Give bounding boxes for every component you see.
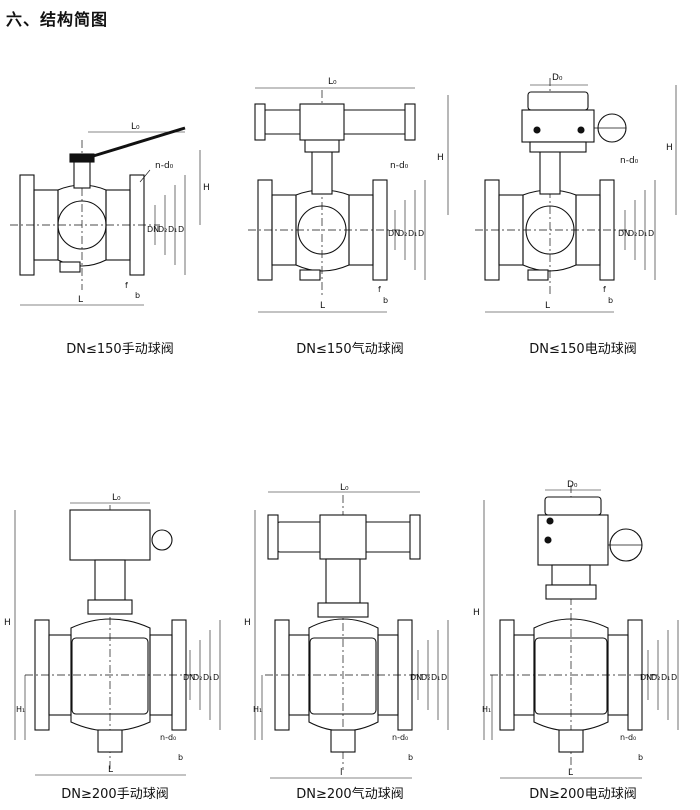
caption-manual-small: DN≤150手动球阀 (66, 342, 174, 357)
label-l-d4: L (108, 765, 113, 775)
caption-pneumatic-large: DN≥200气动球阀 (296, 787, 404, 802)
label-d2-d6: D₂ (651, 673, 660, 682)
label-nd0-d3: n-d₀ (620, 156, 639, 166)
label-d-d5: D (441, 673, 447, 682)
diagram-manual-small (10, 126, 201, 306)
label-d1-d5: D₁ (431, 673, 440, 682)
label-d2-d3: D₂ (628, 229, 637, 238)
label-dn-d1: DN (147, 225, 159, 234)
diagram-electric-large (483, 485, 679, 779)
label-dn-d2: DN (388, 229, 400, 238)
label-dn-d3: DN (618, 229, 630, 238)
diagram-pneumatic-small (248, 87, 449, 313)
label-h-d6: H (473, 608, 480, 618)
label-l0-d2: L₀ (328, 77, 337, 87)
label-f-d1: f (125, 281, 128, 290)
label-nd0-d4: n-d₀ (160, 733, 176, 742)
label-dn-d4: DN (183, 673, 195, 682)
label-b-d5: b (408, 753, 413, 762)
caption-pneumatic-small: DN≤150气动球阀 (296, 342, 404, 357)
label-nd0-d6: n-d₀ (620, 733, 636, 742)
label-d-d4: D (213, 673, 219, 682)
label-d1-d3: D₁ (638, 229, 647, 238)
label-d2-d2: D₂ (398, 229, 407, 238)
label-d1-d1: D₁ (168, 225, 177, 234)
label-dn-d5: DN (410, 673, 422, 682)
label-d-d1: D (178, 225, 184, 234)
label-h1-d6: H₁ (482, 705, 491, 714)
label-small-l-d5: l (340, 768, 343, 778)
caption-electric-large: DN≥200电动球阀 (529, 787, 637, 802)
label-b-d1: b (135, 291, 140, 300)
diagram-electric-small (475, 78, 677, 313)
label-d2-d5: D₂ (421, 673, 430, 682)
label-d-d6: D (671, 673, 677, 682)
label-l-d6: L (568, 768, 573, 778)
label-h-d2: H (437, 153, 444, 163)
label-d2-d1: D₂ (158, 225, 167, 234)
label-dn-d6: DN (640, 673, 652, 682)
label-d-d3: D (648, 229, 654, 238)
label-d0-d3: D₀ (552, 73, 563, 83)
label-d1-d6: D₁ (661, 673, 670, 682)
section-heading: 六、结构简图 (6, 10, 109, 29)
label-f-d2: f (378, 285, 381, 294)
label-l-d3: L (545, 301, 550, 311)
label-l-d1: L (78, 295, 83, 305)
label-d1-d2: D₁ (408, 229, 417, 238)
label-h-d3: H (666, 143, 673, 153)
label-h1-d4: H₁ (16, 705, 25, 714)
label-nd0-d1: n-d₀ (155, 161, 174, 171)
label-d1-d4: D₁ (203, 673, 212, 682)
diagram-manual-large (14, 502, 221, 776)
label-b-d4: b (178, 753, 183, 762)
caption-manual-large: DN≥200手动球阀 (61, 787, 169, 802)
label-l-d2: L (320, 301, 325, 311)
caption-electric-small: DN≤150电动球阀 (529, 342, 637, 357)
label-h-d5: H (244, 618, 251, 628)
label-h-d4: H (4, 618, 11, 628)
label-d2-d4: D₂ (193, 673, 202, 682)
label-b-d6: b (638, 753, 643, 762)
label-l0-d1: L₀ (131, 122, 140, 132)
label-l0-d4: L₀ (112, 493, 121, 503)
label-nd0-d5: n-d₀ (392, 733, 408, 742)
label-d-d2: D (418, 229, 424, 238)
label-nd0-d2: n-d₀ (390, 161, 409, 171)
label-h-d1: H (203, 183, 210, 193)
label-b-d3: b (608, 296, 613, 305)
diagram-pneumatic-large (254, 491, 449, 779)
label-l0-d5: L₀ (340, 483, 349, 493)
label-d0-d6: D₀ (567, 480, 578, 490)
label-f-d3: f (603, 285, 606, 294)
label-b-d2: b (383, 296, 388, 305)
label-h1-d5: H₁ (253, 705, 262, 714)
